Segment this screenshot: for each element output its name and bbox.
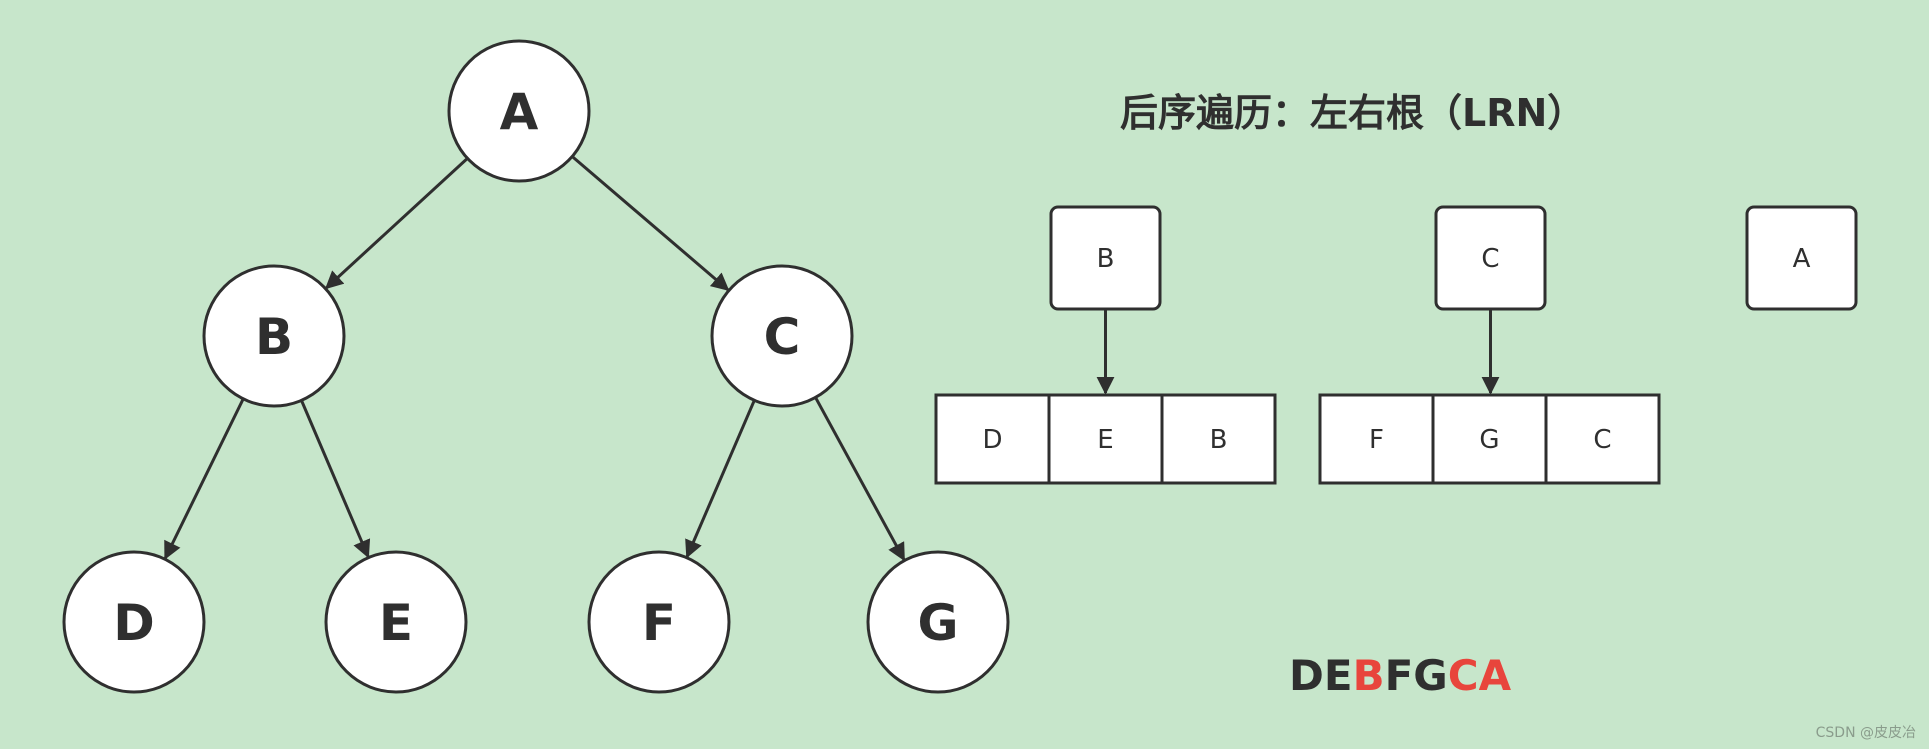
- tree-node-f: F: [587, 550, 731, 694]
- node-circle: [202, 264, 346, 408]
- traversal-result: DEBFGCA: [1289, 651, 1512, 700]
- traversal-step-a: A: [1745, 205, 1858, 311]
- node-label: E: [379, 594, 413, 652]
- node-label: B: [255, 308, 293, 366]
- tree-node-b: B: [202, 264, 346, 408]
- edge-a-c: [571, 155, 730, 292]
- sequence-cell-label: E: [1097, 425, 1113, 455]
- node-circle: [866, 550, 1010, 694]
- sequence-cell: [934, 393, 1051, 485]
- traversal-step-c: C F G C: [1318, 205, 1661, 485]
- tree-node-e: E: [324, 550, 468, 694]
- sequence-cell-label: G: [1479, 425, 1499, 455]
- edge-c-g: [814, 396, 906, 562]
- tree-node-d: D: [62, 550, 206, 694]
- result-segment: DE: [1289, 651, 1353, 700]
- root-box-label: B: [1097, 244, 1115, 274]
- traversal-step-b: B D E B: [934, 205, 1277, 485]
- sequence-cell-label: F: [1369, 425, 1384, 455]
- edge-b-e: [300, 399, 371, 559]
- edge-b-d: [163, 398, 245, 560]
- root-box-label: C: [1481, 244, 1499, 274]
- sequence-cell: [1544, 393, 1661, 485]
- tree-node-c: C: [710, 264, 854, 408]
- node-label: D: [113, 594, 155, 652]
- node-label: C: [764, 308, 801, 366]
- node-label: G: [917, 594, 958, 652]
- node-circle: [710, 264, 854, 408]
- binary-tree: A B C D E F G: [62, 39, 1010, 694]
- watermark: CSDN @皮皮冶: [1816, 725, 1916, 741]
- tree-node-g: G: [866, 550, 1010, 694]
- node-circle: [447, 39, 591, 183]
- sequence-cell-label: C: [1593, 425, 1611, 455]
- root-box-label: A: [1793, 244, 1811, 274]
- node-circle: [587, 550, 731, 694]
- result-segment: CA: [1448, 651, 1512, 700]
- traversal-title: 后序遍历：左右根（LRN）: [1120, 91, 1585, 135]
- sequence-cell: [1160, 393, 1277, 485]
- node-circle: [62, 550, 206, 694]
- sequence-cell-label: D: [982, 425, 1002, 455]
- root-box: [1745, 205, 1858, 311]
- node-label: F: [642, 594, 676, 652]
- edge-c-f: [685, 399, 756, 559]
- sequence-cell: [1431, 393, 1548, 485]
- sequence-cell-label: B: [1210, 425, 1228, 455]
- traversal-steps: B D E B C F G C A: [934, 205, 1858, 485]
- tree-node-a: A: [447, 39, 591, 183]
- edge-a-b: [324, 157, 469, 290]
- node-label: A: [500, 83, 539, 141]
- result-segment: FG: [1385, 651, 1448, 700]
- node-circle: [324, 550, 468, 694]
- tree-edges: [163, 155, 906, 562]
- result-segment: B: [1353, 651, 1385, 700]
- sequence-cell: [1318, 393, 1435, 485]
